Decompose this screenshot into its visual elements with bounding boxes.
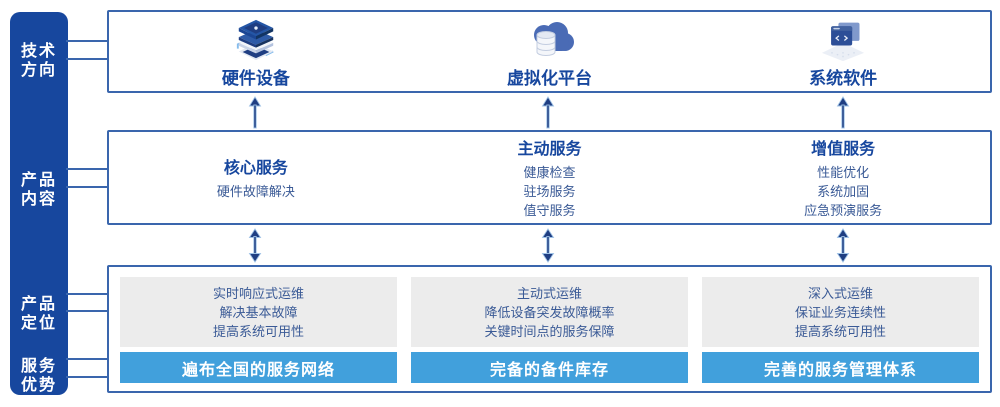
positioning-line: 保证业务连续性 [794, 304, 886, 320]
service-item: 驻场服务 [523, 184, 576, 199]
advantage-bar-management-system: 完善的服务管理体系 [702, 352, 979, 383]
service-item: 值守服务 [523, 203, 576, 218]
service-item: 系统加固 [817, 184, 870, 199]
tech-item-hardware: 硬件设备 [109, 12, 403, 91]
service-column-proactive: 主动服务 健康检查 驻场服务 值守服务 [403, 132, 697, 223]
tech-item-virtualization: 虚拟化平台 [403, 12, 697, 91]
service-item: 性能优化 [817, 165, 870, 180]
positioning-column-deep: 深入式运维 保证业务连续性 提高系统可用性 完善的服务管理体系 [702, 277, 979, 383]
positioning-line: 主动式运维 [516, 285, 582, 301]
product-positioning-box: 实时响应式运维 解决基本故障 提高系统可用性 遍布全国的服务网络 主动式运维 降… [107, 265, 992, 393]
positioning-column-proactive: 主动式运维 降低设备突发故障概率 关键时间点的服务保障 完备的备件库存 [411, 277, 688, 383]
connector-line [66, 358, 109, 360]
positioning-panel: 深入式运维 保证业务连续性 提高系统可用性 [702, 277, 979, 347]
advantage-bar-spare-parts: 完备的备件库存 [411, 352, 688, 383]
service-column-value-added: 增值服务 性能优化 系统加固 应急预演服务 [696, 132, 990, 223]
connector-line [66, 293, 109, 295]
double-arrow-icon [836, 228, 850, 263]
double-arrow-icon [248, 228, 262, 263]
code-window-icon [822, 22, 865, 62]
positioning-line: 深入式运维 [807, 285, 873, 301]
double-arrow-icon [541, 228, 555, 263]
positioning-line: 实时响应式运维 [212, 285, 304, 301]
advantage-bar-service-network: 遍布全国的服务网络 [120, 352, 397, 383]
connector-line [66, 310, 109, 312]
service-title-value-added: 增值服务 [811, 141, 876, 158]
cloud-database-icon [533, 22, 574, 56]
service-column-core: 核心服务 硬件故障解决 [109, 132, 403, 223]
sidebar-label-product-content: 产品内容 [20, 172, 57, 208]
connector-line [66, 168, 109, 170]
tech-direction-box: 硬件设备 虚拟化平台 [107, 10, 992, 93]
positioning-panel: 主动式运维 降低设备突发故障概率 关键时间点的服务保障 [411, 277, 688, 347]
positioning-line: 解决基本故障 [219, 304, 298, 320]
positioning-line: 降低设备突发故障概率 [484, 304, 615, 320]
tech-label-hardware: 硬件设备 [221, 69, 290, 88]
category-sidebar: 技术方向 产品内容 产品定位 服务优势 [10, 12, 68, 395]
service-item: 应急预演服务 [804, 203, 883, 218]
connector-line [66, 58, 109, 60]
sidebar-label-service-advantage: 服务优势 [20, 358, 57, 394]
sidebar-label-product-positioning: 产品定位 [20, 296, 57, 332]
connector-line [66, 186, 109, 188]
service-title-core: 核心服务 [223, 160, 288, 177]
service-item: 健康检查 [523, 165, 576, 180]
positioning-column-realtime: 实时响应式运维 解决基本故障 提高系统可用性 遍布全国的服务网络 [120, 277, 397, 383]
up-arrow-icon [541, 96, 555, 129]
positioning-line: 关键时间点的服务保障 [484, 323, 615, 339]
up-arrow-icon [836, 96, 850, 129]
service-title-proactive: 主动服务 [517, 141, 582, 158]
product-content-box: 核心服务 硬件故障解决 主动服务 健康检查 驻场服务 值守服务 增值服务 性能优… [107, 130, 992, 225]
positioning-line: 提高系统可用性 [794, 323, 886, 339]
positioning-line: 提高系统可用性 [212, 323, 304, 339]
positioning-panel: 实时响应式运维 解决基本故障 提高系统可用性 [120, 277, 397, 347]
connector-line [66, 40, 109, 42]
tech-label-virtualization: 虚拟化平台 [507, 69, 592, 88]
service-item: 硬件故障解决 [216, 184, 295, 199]
up-arrow-icon [248, 96, 262, 129]
tech-item-system-software: 系统软件 [696, 12, 990, 91]
sidebar-label-tech-direction: 技术方向 [20, 43, 57, 79]
server-stack-icon [236, 19, 274, 61]
tech-label-system-software: 系统软件 [809, 69, 878, 88]
connector-line [66, 376, 109, 378]
